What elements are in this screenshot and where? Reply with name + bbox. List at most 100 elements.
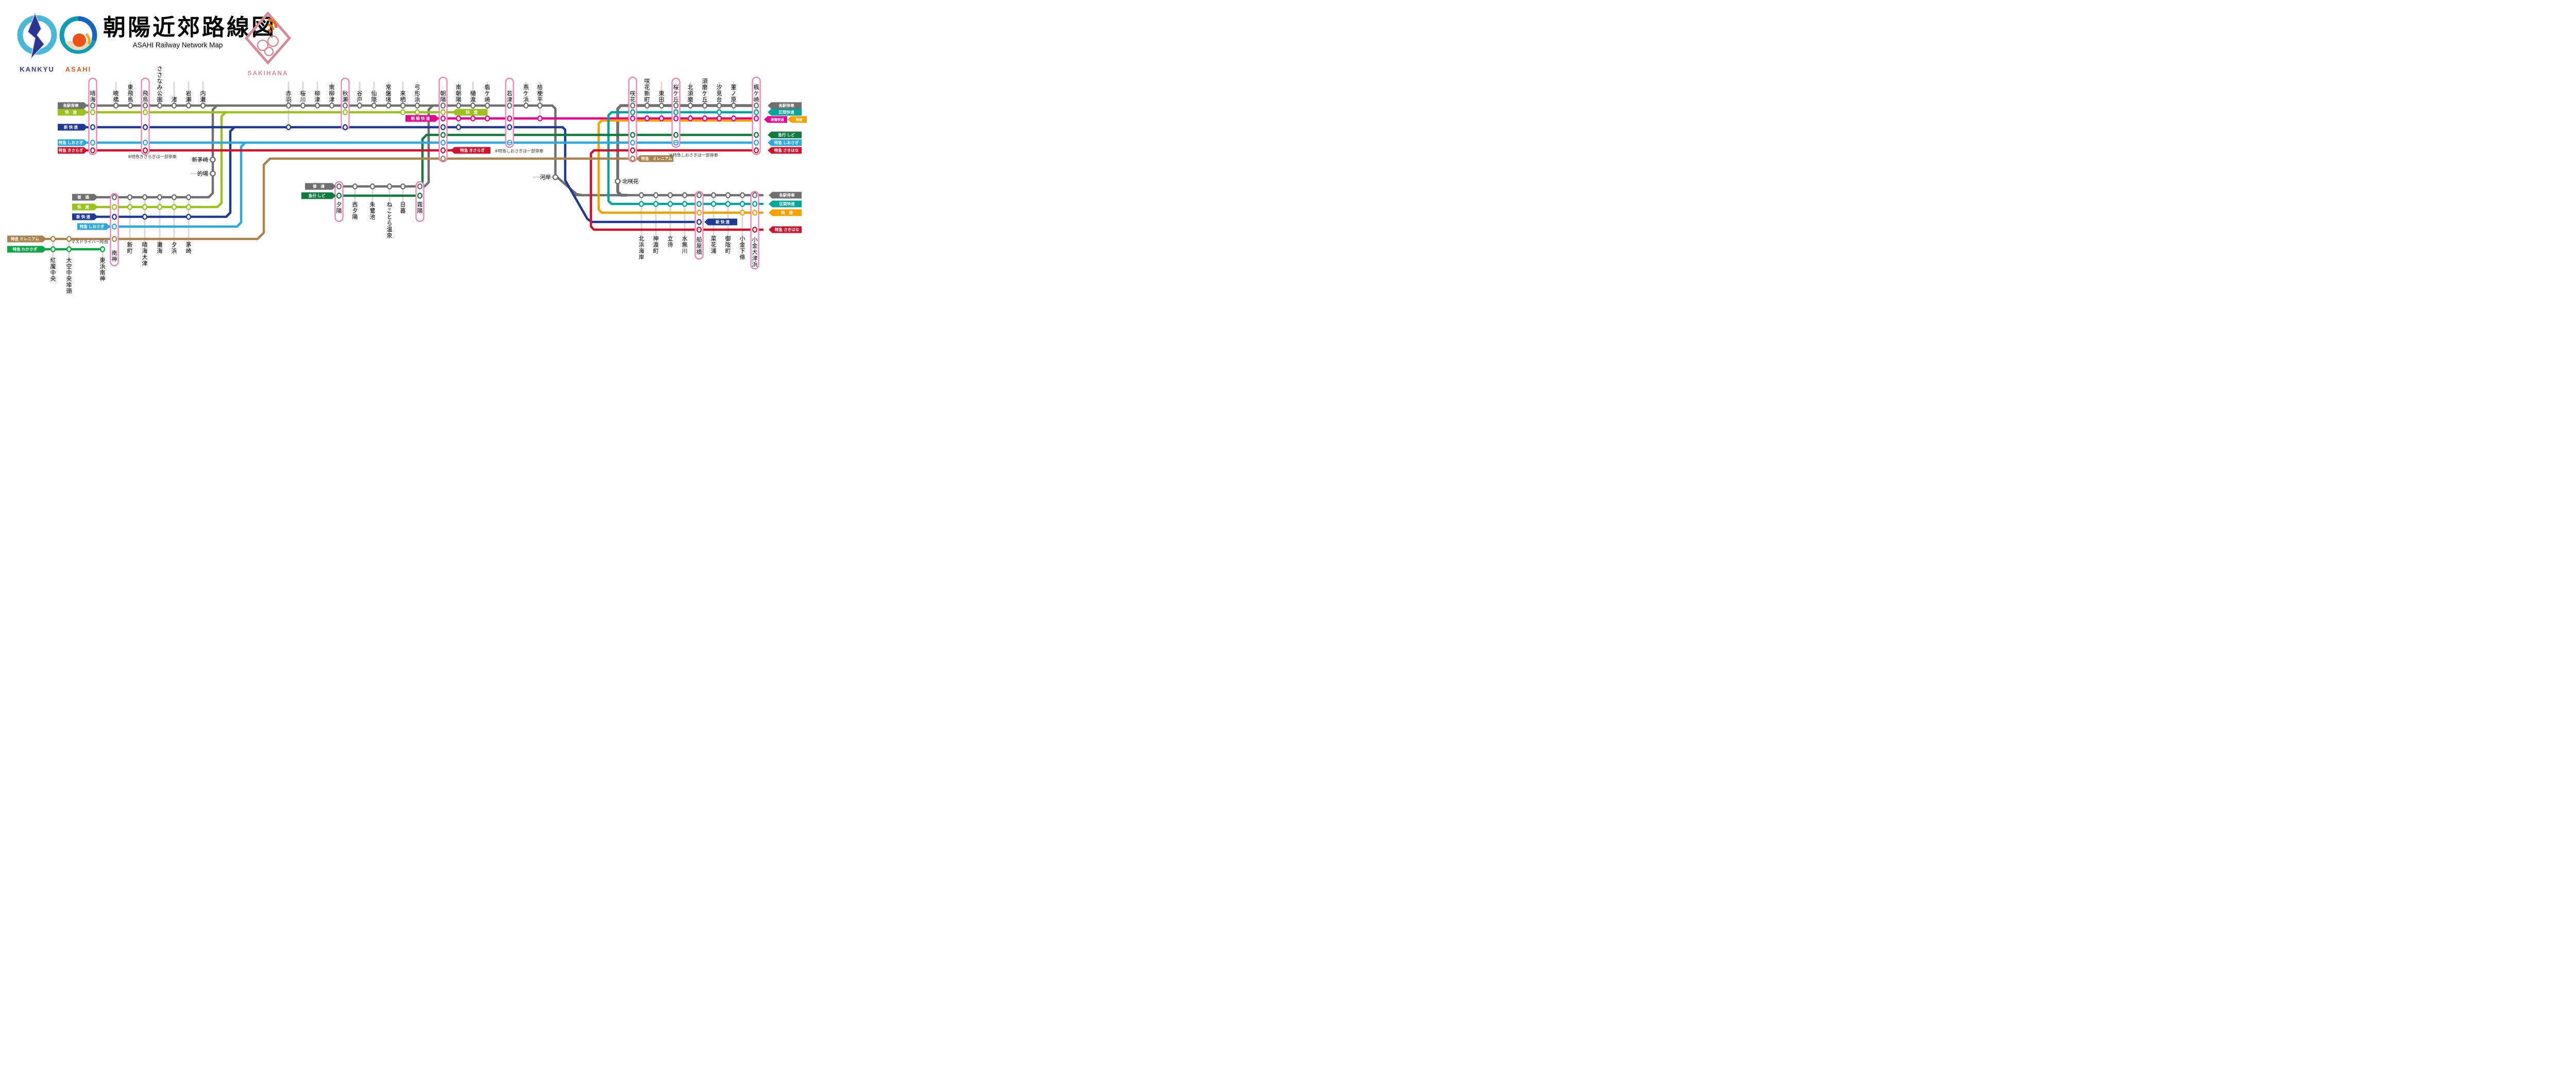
interchange-晴海 xyxy=(88,77,97,156)
station-常盤境[interactable]: 常盤境 xyxy=(386,84,392,103)
svg-text:船: 船 xyxy=(697,236,702,243)
svg-text:空: 空 xyxy=(66,263,72,270)
station-楓ケ崎[interactable]: 楓ケ崎 xyxy=(754,83,759,103)
station-御陰町[interactable]: 御陰町 xyxy=(725,235,731,254)
svg-text:特急 わかさぎ: 特急 わかさぎ xyxy=(13,247,38,252)
svg-text:須: 須 xyxy=(702,78,708,84)
station-晴海[interactable]: 晴海 xyxy=(90,90,96,103)
station-北咲花[interactable]: 北咲花 xyxy=(622,178,639,185)
station-日暮[interactable]: 日暮 xyxy=(400,202,406,214)
station-神渡町[interactable]: 神渡町 xyxy=(653,235,659,254)
svg-text:急行 しど: 急行 しど xyxy=(309,193,326,198)
svg-text:ね: ね xyxy=(387,201,393,208)
svg-text:大: 大 xyxy=(142,253,148,261)
station-汐見台[interactable]: 汐見台 xyxy=(717,83,722,103)
svg-text:川: 川 xyxy=(300,97,306,103)
station-東飛鳥[interactable]: 東飛鳥 xyxy=(128,84,133,103)
station-灘海[interactable]: 灘海 xyxy=(157,242,163,254)
station-東田[interactable]: 東田 xyxy=(659,90,665,103)
station-新茅崎[interactable]: 新茅崎 xyxy=(192,157,209,163)
svg-text:神: 神 xyxy=(653,235,659,242)
station-若津[interactable]: 若津 xyxy=(507,90,513,103)
station-仙隠[interactable]: 仙隠 xyxy=(371,90,377,103)
station-岩瀬[interactable]: 岩瀬 xyxy=(186,90,192,103)
svg-text:菜: 菜 xyxy=(711,235,717,242)
svg-text:神: 神 xyxy=(112,255,117,263)
svg-text:盤: 盤 xyxy=(386,90,392,97)
svg-text:池: 池 xyxy=(370,214,376,220)
station-霧陽[interactable]: 霧陽 xyxy=(417,201,423,214)
station-茅崎[interactable]: 茅崎 xyxy=(186,242,192,254)
station-桜ケ丘[interactable]: 桜ケ丘 xyxy=(673,83,679,103)
station-柳津[interactable]: 柳津 xyxy=(315,90,320,103)
station-水無川[interactable]: 水無川 xyxy=(682,235,688,254)
svg-text:海: 海 xyxy=(90,96,96,103)
svg-text:楓: 楓 xyxy=(754,83,759,91)
station-赤羽[interactable]: 赤羽 xyxy=(286,90,292,103)
station-朝陽[interactable]: 朝陽 xyxy=(440,90,446,103)
station-新町[interactable]: 新町 xyxy=(127,241,133,254)
station-暁橋[interactable]: 暁橋 xyxy=(113,90,119,103)
station-弓形浜[interactable]: 弓形浜 xyxy=(415,84,420,103)
station-桔梗平[interactable]: 桔梗平 xyxy=(537,83,543,103)
station-樋渡[interactable]: 樋渡 xyxy=(470,90,476,103)
station-来栖[interactable]: 来栖 xyxy=(400,90,406,103)
svg-text:新: 新 xyxy=(645,90,650,97)
svg-text:夕: 夕 xyxy=(336,201,342,208)
note: マスドライバー経由 xyxy=(71,239,108,244)
station-西夕陽[interactable]: 西夕陽 xyxy=(352,202,358,220)
station-谷戸[interactable]: 谷戸 xyxy=(357,90,363,103)
station-南朝陽[interactable]: 南朝陽 xyxy=(456,84,462,103)
station-菜花浦[interactable]: 菜花浦 xyxy=(711,235,717,254)
station-南神[interactable]: 南神 xyxy=(112,250,117,263)
station-飛鳥[interactable]: 飛鳥 xyxy=(143,91,148,103)
badge-特急きさらぎ: 特急 きさらぎ xyxy=(58,147,88,154)
station-内灘[interactable]: 内灘 xyxy=(200,90,206,103)
station-河岸[interactable]: 河岸 xyxy=(540,175,551,181)
station-砦ケ崎[interactable]: 砦ケ崎 xyxy=(485,83,490,103)
station-燕ケ浜[interactable]: 燕ケ浜 xyxy=(523,84,529,103)
station-咲花[interactable]: 咲花 xyxy=(630,90,636,103)
badge-特急しおさぎ: 特急 しおさぎ xyxy=(77,223,110,230)
interchange-霧陽 xyxy=(415,181,425,222)
svg-text:特急 しおさぎ: 特急 しおさぎ xyxy=(80,224,105,229)
station-船屋橋[interactable]: 船屋橋 xyxy=(697,236,702,255)
note: ※特急きさらぎは一部停車 xyxy=(128,154,177,159)
badge-特急さきはな: 特急 さきはな xyxy=(769,226,802,233)
svg-text:浦: 浦 xyxy=(711,248,717,254)
svg-text:鳥: 鳥 xyxy=(128,96,133,103)
station-南柳津[interactable]: 南柳津 xyxy=(329,84,335,103)
svg-text:形: 形 xyxy=(415,90,420,97)
station-桜川[interactable]: 桜川 xyxy=(300,90,306,103)
badge-各駅停車: 各駅停車 xyxy=(769,192,802,199)
station-朱鷺池[interactable]: 朱鷺池 xyxy=(370,201,376,220)
svg-text:境: 境 xyxy=(386,96,392,103)
station-夕陽[interactable]: 夕陽 xyxy=(336,201,342,214)
badge-特急しおさぎ: 特急 しおさぎ xyxy=(58,139,88,146)
station-渚[interactable]: 渚 xyxy=(172,96,177,103)
svg-text:飛: 飛 xyxy=(143,91,148,97)
svg-text:朱: 朱 xyxy=(370,201,376,208)
station-秋瀬[interactable]: 秋瀬 xyxy=(343,90,348,103)
svg-text:特急 しおさぎ: 特急 しおさぎ xyxy=(774,140,799,145)
station-菫ノ原[interactable]: 菫ノ原 xyxy=(731,84,737,103)
station-立待[interactable]: 立待 xyxy=(668,235,673,248)
station-夕浜[interactable]: 夕浜 xyxy=(172,242,177,254)
line-gray xyxy=(72,104,218,199)
station-的場[interactable]: 的場 xyxy=(197,170,208,177)
station-北須磨[interactable]: 北須磨 xyxy=(688,84,693,103)
svg-text:北: 北 xyxy=(688,84,693,91)
svg-text:菫: 菫 xyxy=(731,84,737,91)
svg-text:桔: 桔 xyxy=(537,83,543,91)
